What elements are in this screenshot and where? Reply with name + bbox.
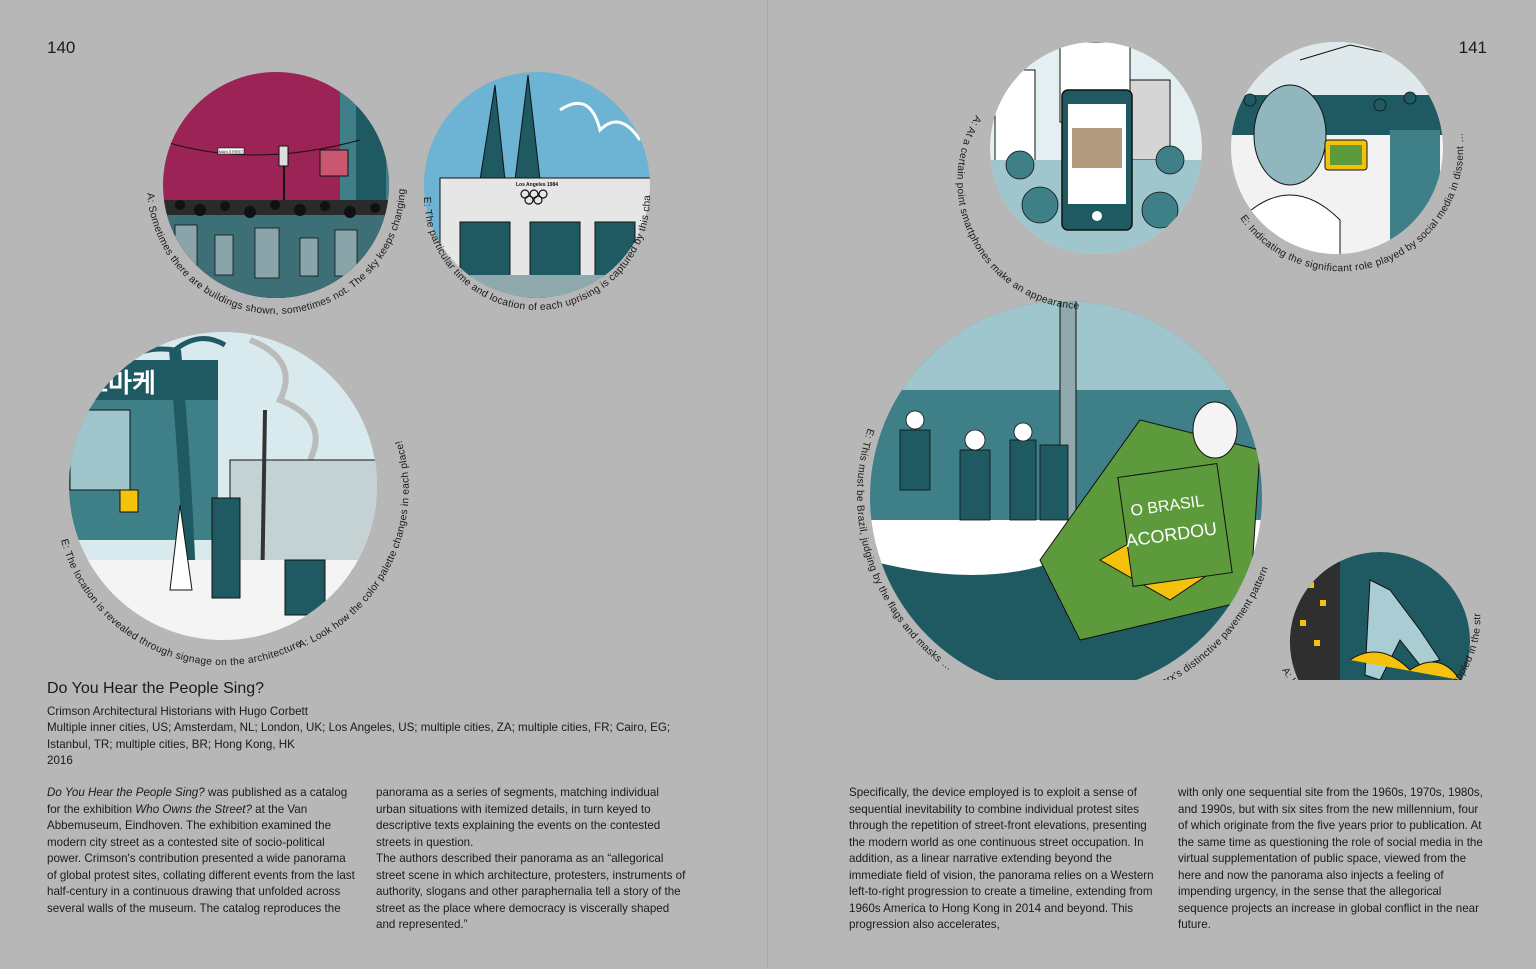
body-paragraph: The authors described their panorama as … — [376, 852, 686, 931]
illustration-signage-street: 토마케 — [69, 332, 377, 640]
page-gutter — [767, 0, 768, 969]
illustration-los-angeles-1984: Los Angeles 1984 — [424, 72, 650, 298]
article-authors: Crimson Architectural Historians with Hu… — [47, 705, 308, 718]
body-paragraph: panorama as a series of segments, matchi… — [376, 786, 661, 849]
article-locations: Multiple inner cities, US; Amsterdam, NL… — [47, 721, 671, 751]
page-number-right: 141 — [1458, 38, 1487, 57]
illustrations-canvas: MAIN STREET Los Angeles 1984 — [0, 0, 1483, 680]
illustration-brazil: O BRASIL ACORDOU — [870, 301, 1262, 680]
body-paragraph: Specifically, the device employed is to … — [849, 786, 1154, 931]
illustration-street-magenta: MAIN STREET — [163, 72, 389, 298]
illustration-smartphones — [990, 42, 1202, 254]
korean-sign-text: 토마케 — [84, 368, 156, 398]
body-paragraph: with only one sequential site from the 1… — [1178, 786, 1483, 931]
street-sign-text: MAIN STREET — [219, 150, 244, 154]
olympic-sign-text: Los Angeles 1984 — [516, 182, 558, 188]
body-column-1: Do You Hear the People Sing? was publish… — [47, 785, 357, 917]
body-paragraph: Do You Hear the People Sing? was publish… — [47, 786, 355, 915]
body-column-3: Specifically, the device employed is to … — [849, 785, 1159, 934]
body-column-2: panorama as a series of segments, matchi… — [376, 785, 686, 934]
page-number-left: 140 — [47, 38, 76, 57]
article-title: Do You Hear the People Sing? — [47, 680, 265, 697]
article-year: 2016 — [47, 754, 73, 768]
body-column-4: with only one sequential site from the 1… — [1178, 785, 1488, 934]
article-meta: Crimson Architectural Historians with Hu… — [47, 704, 707, 770]
illustration-modulor — [1290, 552, 1470, 680]
illustration-social-media — [1231, 42, 1443, 254]
